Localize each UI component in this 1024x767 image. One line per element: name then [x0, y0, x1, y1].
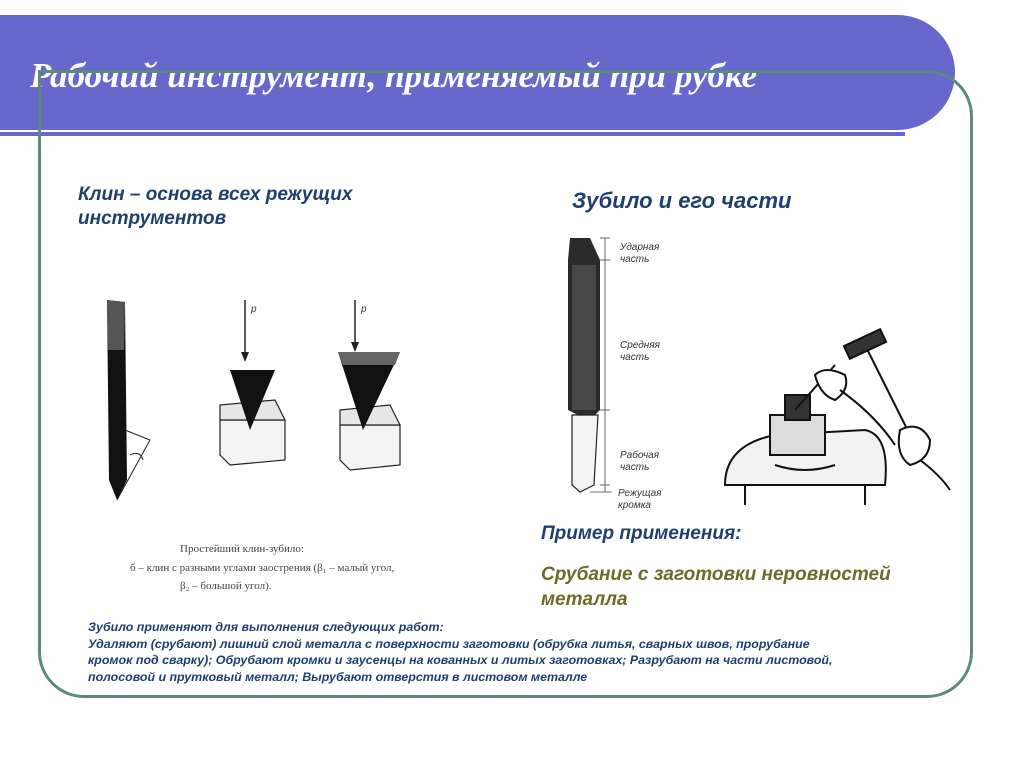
- wedge-large-angle: р: [338, 300, 401, 471]
- wedge-heading: Клин – основа всех режущих инструментов: [78, 184, 353, 229]
- example-description: Срубание с заготовки неровностей металла: [541, 564, 891, 610]
- caption-line: б – клин с разными углами заострения (β₁…: [130, 561, 395, 574]
- chisel-parts-diagram: Ударная часть Средняя часть Рабочая част…: [568, 237, 662, 511]
- part-label-impact-2: часть: [620, 254, 649, 265]
- chisel-heading: Зубило и его части: [572, 188, 792, 213]
- wedge-illustration: р р: [107, 300, 401, 501]
- title-underline: [0, 132, 905, 136]
- part-label-impact: Ударная: [619, 242, 660, 253]
- chiseling-illustration: [723, 327, 951, 505]
- usage-line: полосовой и прутковый металл; Вырубают о…: [88, 669, 588, 684]
- part-label-working: Рабочая: [620, 449, 660, 461]
- part-label-edge: Режущая: [618, 488, 662, 499]
- usage-line: кромок под сварку); Обрубают кромки и за…: [88, 653, 833, 667]
- vise-icon: [723, 394, 887, 505]
- dimension-lines: [590, 237, 612, 493]
- usage-intro: Зубило применяют для выполнения следующи…: [88, 620, 444, 634]
- part-labels: Ударная часть Средняя часть Рабочая част…: [618, 242, 662, 511]
- chisel-side-view: [107, 300, 151, 501]
- caption-line: Простейший клин-зубило:: [180, 543, 304, 555]
- slide-title: Рабочий инструмент, применяемый при рубк…: [30, 56, 758, 95]
- part-label-middle: Средняя: [620, 340, 661, 351]
- wedge-caption: Простейший клин-зубило: б – клин с разны…: [130, 540, 430, 596]
- force-label: р: [360, 304, 367, 315]
- hammer-icon: [842, 327, 951, 491]
- wedge-small-angle: р: [219, 300, 286, 466]
- caption-line: β₂ – большой угол).: [180, 580, 272, 593]
- usage-line: Удаляют (срубают) лишний слой металла с …: [88, 636, 810, 651]
- part-label-working-2: часть: [620, 462, 649, 473]
- part-label-middle-2: часть: [620, 352, 649, 363]
- chisel-body: [568, 238, 600, 493]
- content-frame: [38, 70, 973, 698]
- example-heading: Пример применения:: [541, 523, 742, 544]
- part-label-edge-2: кромка: [618, 500, 651, 511]
- hand-chisel-icon: [794, 364, 896, 446]
- force-label: р: [250, 304, 257, 315]
- usage-note: Зубило применяют для выполнения следующи…: [88, 619, 968, 685]
